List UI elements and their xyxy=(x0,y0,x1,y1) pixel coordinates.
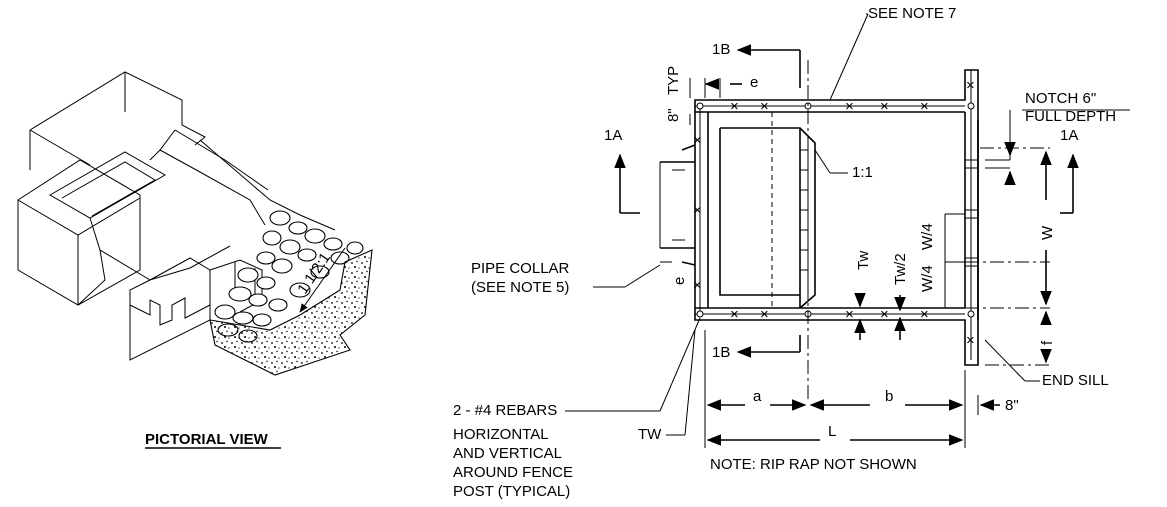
end-sill-label: END SILL xyxy=(1042,372,1109,389)
svg-text:×: × xyxy=(920,306,929,323)
rebars-line4: AROUND FENCE xyxy=(453,464,573,481)
eight-in-label: 8" xyxy=(1005,397,1019,414)
l-label: L xyxy=(828,423,836,440)
a-label: a xyxy=(753,388,762,405)
tw-label: Tw xyxy=(855,251,872,270)
rip-rap-note: NOTE: RIP RAP NOT SHOWN xyxy=(710,456,917,473)
svg-text:×: × xyxy=(760,306,769,323)
w4-label-b: W/4 xyxy=(919,265,936,292)
typ-word: TYP xyxy=(665,66,682,95)
riprap-rocks xyxy=(214,210,364,343)
section-1a-left: 1A xyxy=(604,127,622,144)
pipe-collar-line1: PIPE COLLAR xyxy=(471,260,570,277)
svg-text:×: × xyxy=(880,98,889,115)
svg-text:×: × xyxy=(845,98,854,115)
svg-text:×: × xyxy=(693,277,702,294)
w4-label-a: W/4 xyxy=(919,223,936,250)
see-note-7: SEE NOTE 7 xyxy=(868,5,956,22)
basin-outer-wall xyxy=(694,69,979,366)
headwall-box xyxy=(719,127,816,309)
f-label: f xyxy=(1039,340,1056,345)
rebars-line3: AND VERTICAL xyxy=(453,445,562,462)
svg-text:×: × xyxy=(693,202,702,219)
svg-text:×: × xyxy=(920,98,929,115)
gravel-bed xyxy=(209,249,373,376)
svg-text:×: × xyxy=(760,98,769,115)
w-label: W xyxy=(1039,225,1056,240)
typ-8-label: 8" xyxy=(665,108,682,122)
b-label: b xyxy=(885,388,893,405)
pictorial-view: 1 1/2:1 PICTORIAL VIEW xyxy=(17,71,373,449)
svg-text:×: × xyxy=(966,332,975,349)
tw2-label: Tw/2 xyxy=(892,253,909,285)
rebars-line1: 2 - #4 REBARS xyxy=(453,402,557,419)
svg-text:×: × xyxy=(966,77,975,94)
e-left-label: e xyxy=(671,277,688,285)
section-1a-right: 1A xyxy=(1060,127,1078,144)
svg-text:×: × xyxy=(730,98,739,115)
svg-text:×: × xyxy=(730,306,739,323)
svg-text:×: × xyxy=(880,306,889,323)
section-1b-top: 1B xyxy=(712,41,730,58)
plan-view: ×× ××× ×× ××× ××× ×× 1B 1B 1A 1A SEE xyxy=(453,5,1130,500)
section-1b-bottom: 1B xyxy=(712,344,730,361)
tw-bottom-label: TW xyxy=(638,426,662,443)
rebars-line5: POST (TYPICAL) xyxy=(453,483,570,500)
svg-text:×: × xyxy=(845,306,854,323)
inlet-pipe xyxy=(660,144,696,266)
rebar-marks: × × × × × × × × × × × × × × × xyxy=(693,70,975,360)
slope-1-1-label: 1:1 xyxy=(852,164,873,181)
rebars-line2: HORIZONTAL xyxy=(453,426,549,443)
svg-text:×: × xyxy=(693,132,702,149)
notch-label-line2: FULL DEPTH xyxy=(1025,108,1116,125)
pictorial-caption: PICTORIAL VIEW xyxy=(145,431,269,448)
notch-label-line1: NOTCH 6" xyxy=(1025,90,1096,107)
e-top-label: e xyxy=(750,74,758,91)
pipe-collar-line2: (SEE NOTE 5) xyxy=(471,279,569,296)
